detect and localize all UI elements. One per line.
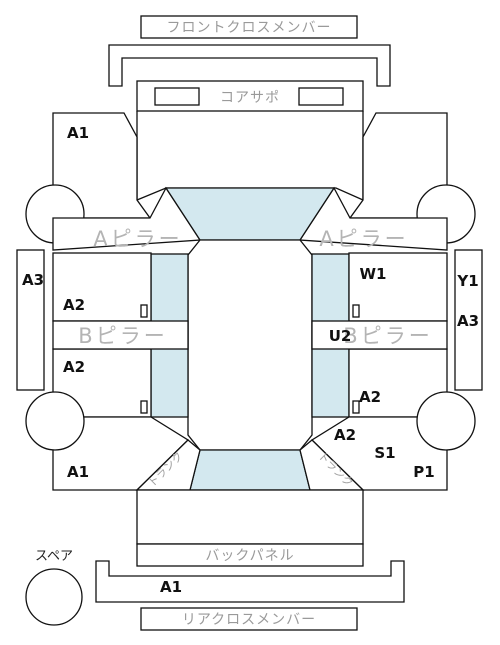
back-panel-label: バックパネル	[205, 548, 294, 564]
a-pillar-left-label: Aピラー	[93, 227, 182, 251]
grade-rear-right-door: A2	[359, 388, 381, 406]
front-bumper	[108, 44, 391, 87]
rear-window	[189, 449, 311, 491]
grade-b-pillar-right: U2	[329, 327, 352, 345]
b-pillar-right-label: Bピラー	[343, 324, 432, 348]
grade-rear-left-door: A2	[63, 358, 85, 376]
front-right-door-handle	[352, 304, 360, 318]
rear-left-door-handle	[140, 400, 148, 414]
grade-rear-right-quarter-a: A2	[334, 426, 356, 444]
front-left-door-handle	[140, 304, 148, 318]
rear-left-tire	[25, 391, 85, 451]
rear-bumper	[95, 560, 405, 603]
front-right-door	[348, 252, 448, 322]
b-pillar-left-panel	[52, 320, 189, 350]
left-rocker	[16, 249, 45, 391]
rear-cross-member-box	[140, 607, 358, 631]
b-pillar-right-panel	[311, 320, 448, 350]
hood	[136, 111, 364, 202]
headlight-right	[298, 87, 344, 106]
front-cross-member-box	[140, 15, 358, 39]
grade-front-left-door: A2	[63, 296, 85, 314]
trunk-lid	[136, 489, 364, 545]
grade-left-outer: A3	[22, 271, 44, 289]
grade-rear-left-quarter: A1	[67, 463, 89, 481]
front-cross-member-label: フロントクロスメンバー	[167, 20, 332, 36]
rear-right-door-handle	[352, 400, 360, 414]
core-support-label: コアサポ	[220, 90, 280, 106]
core-support-box	[136, 80, 364, 112]
right-rocker	[454, 249, 483, 391]
spare-label: スペア	[35, 549, 73, 564]
rear-right-tire	[416, 391, 476, 451]
grade-rear-right-quarter-s: S1	[374, 444, 395, 462]
rear-cross-member-label: リアクロスメンバー	[182, 612, 316, 628]
back-panel-box	[136, 543, 364, 567]
grade-rear-right-quarter-p: P1	[413, 463, 434, 481]
spare-tire	[25, 568, 83, 626]
roof	[187, 239, 313, 451]
headlight-left	[154, 87, 200, 106]
front-left-door	[52, 252, 152, 322]
grade-right-outer-top: Y1	[456, 272, 478, 290]
grade-front-right-door: W1	[360, 265, 387, 283]
grade-rear-bumper: A1	[160, 578, 182, 596]
grade-front-left-fender: A1	[67, 124, 89, 142]
a-pillar-right-label: Aピラー	[319, 227, 408, 251]
grade-right-outer-bottom: A3	[457, 312, 479, 330]
b-pillar-left-label: Bピラー	[78, 324, 167, 348]
